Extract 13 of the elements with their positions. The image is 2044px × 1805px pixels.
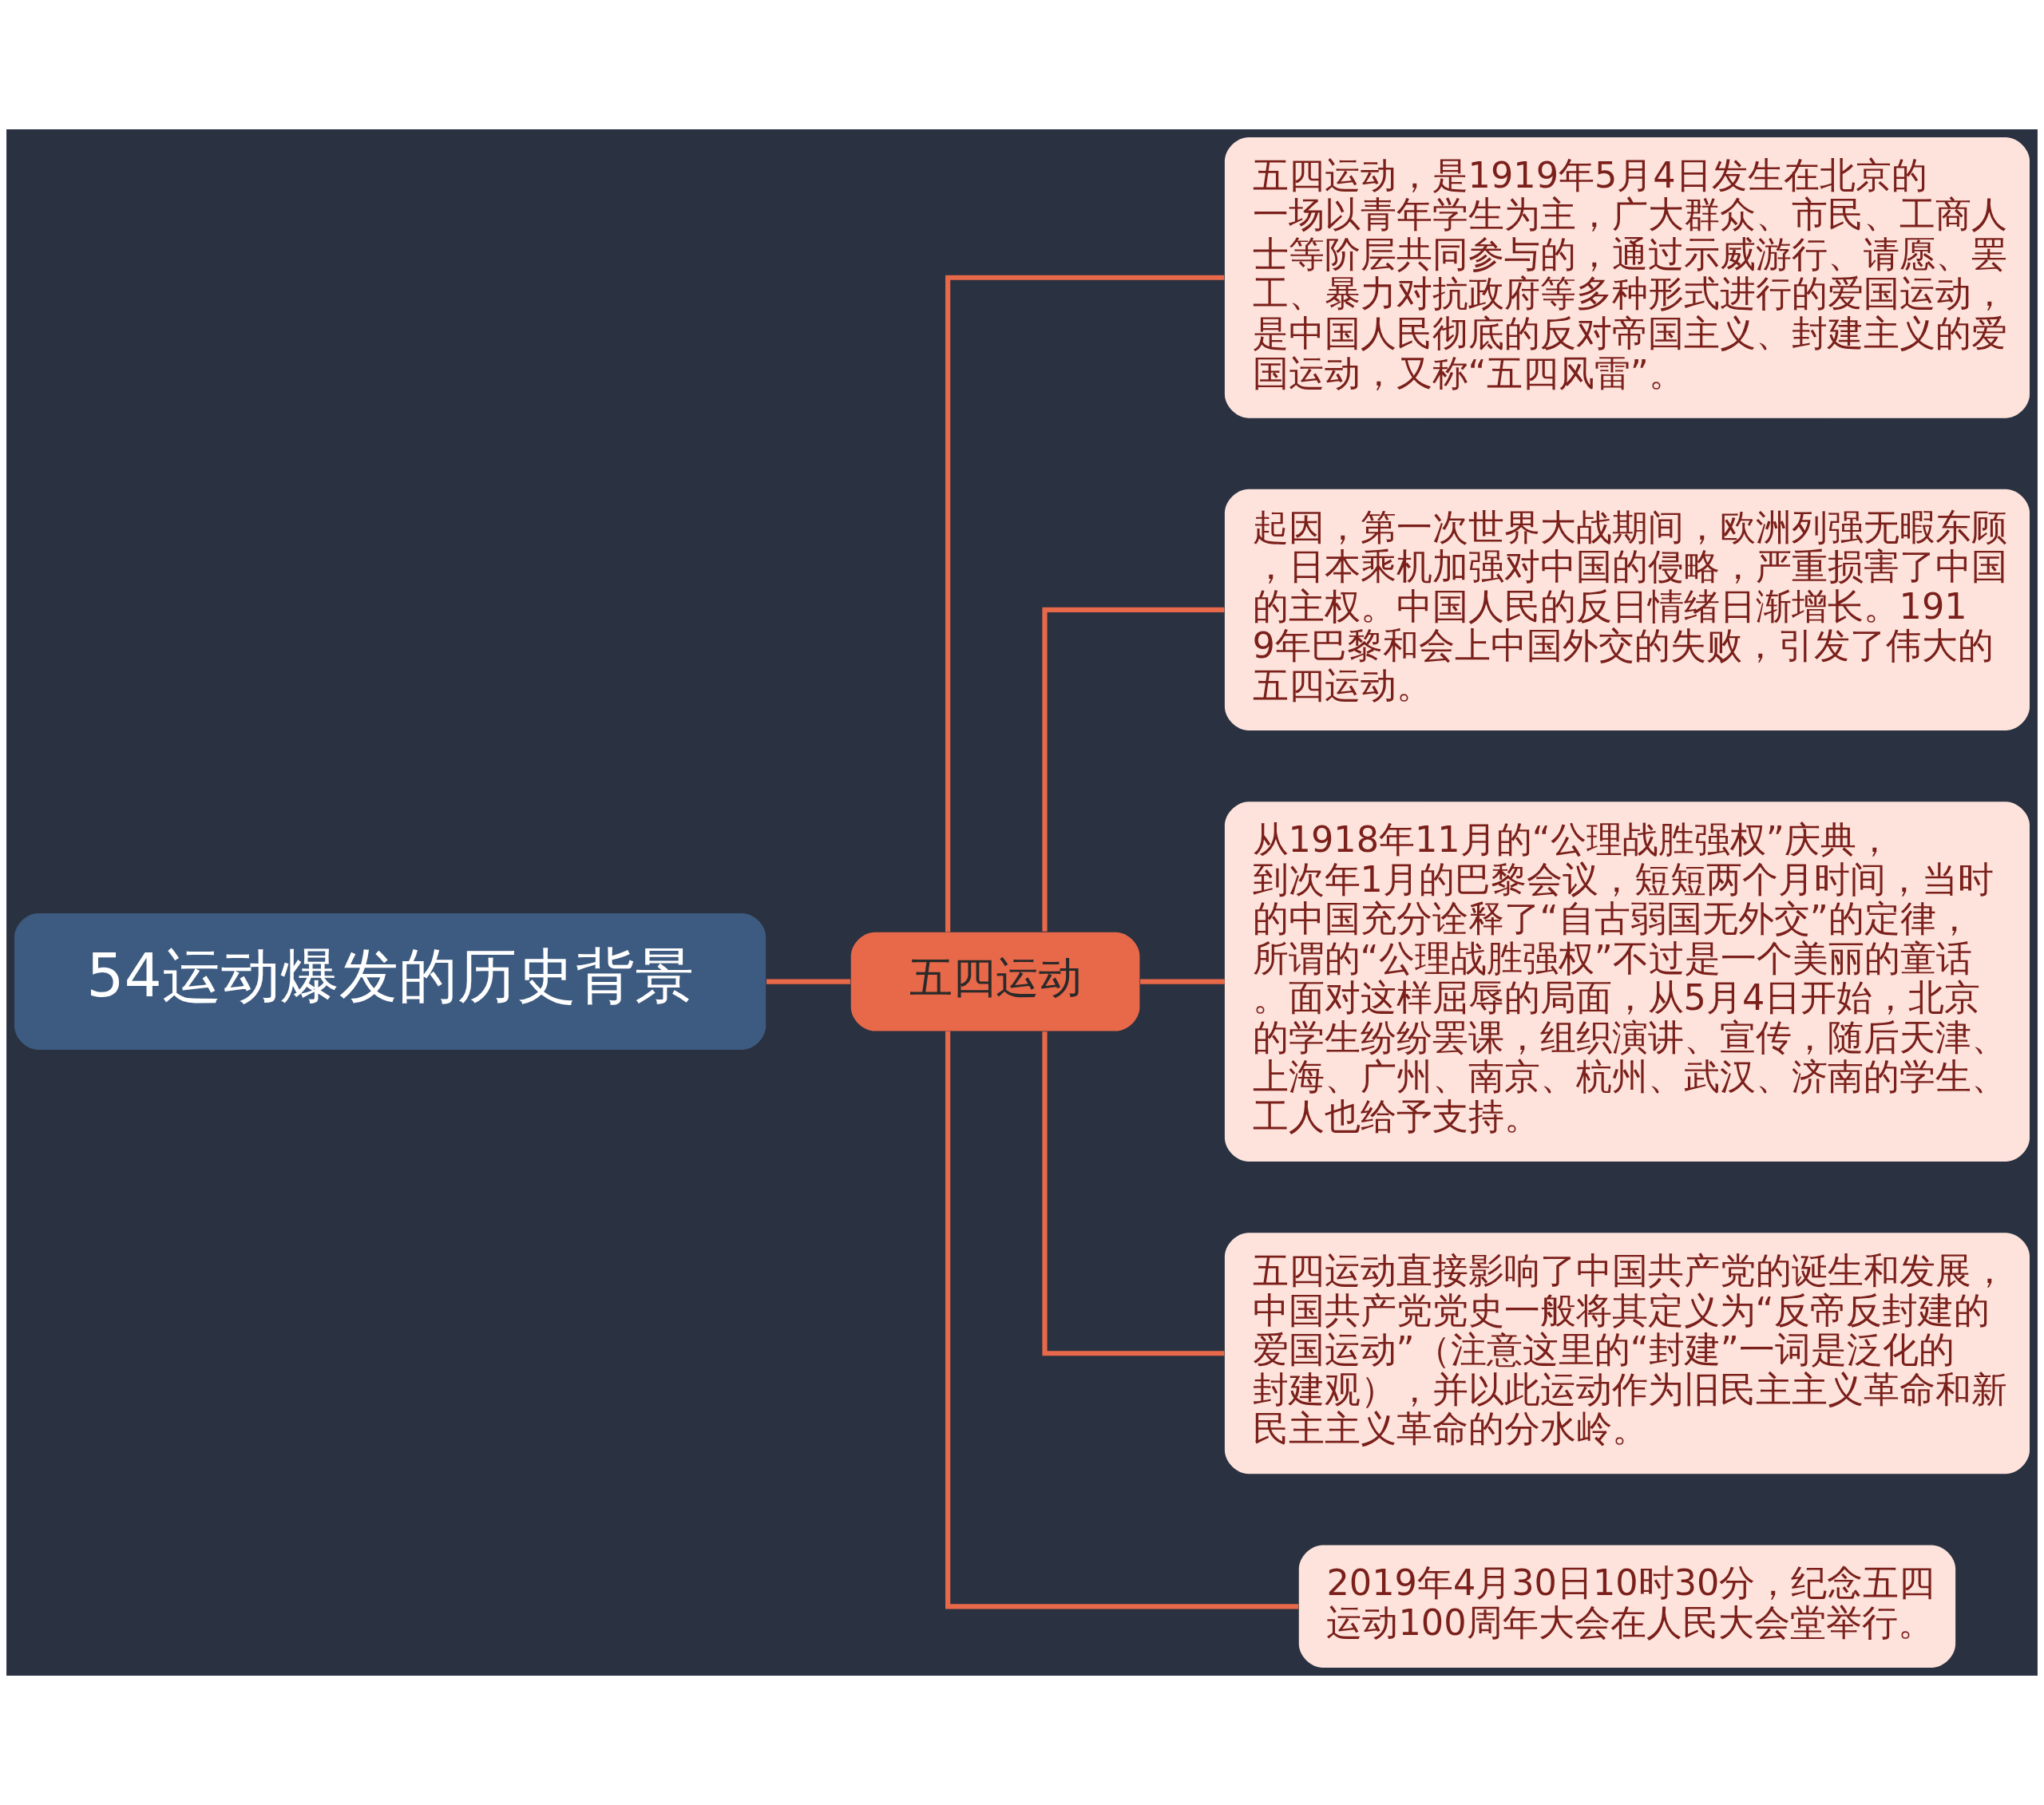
node-box: 五四运动，是1919年5月4日发生在北京的一场以青年学生为主，广大群众、市民、工商人士等阶层共同参与的，通过示威游行、请愿、罢工、暴力对抗政府等多种形式进行的爱国运动，是中国人民彻底的反对帝国主义、封建主义的爱国运动，又称“五四风雷”。 [1224, 137, 2030, 418]
node-box: 起因，第一次世界大战期间，欧洲列强无暇东顾，日本乘机加强对中国的侵略，严重损害了中国的主权。中国人民的反日情绪日渐增长。1919年巴黎和会上中国外交的失败，引发了伟大的五四运动。 [1224, 489, 2030, 730]
node-box: 2019年4月30日10时30分，纪念五四运动100周年大会在人民大会堂举行。 [1298, 1545, 1956, 1668]
connector [1042, 607, 1225, 932]
connector [766, 979, 850, 984]
connector [945, 1031, 1299, 1609]
node-box: 从1918年11月的“公理战胜强权”庆典，到次年1月的巴黎会议，短短两个月时间，当时的中国充分诠释了“自古弱国无外交”的定律，所谓的“公理战胜强权”不过是一个美丽的童话。面对这样屈辱的局面，从5月4日开始，北京的学生纷纷罢课，组织演讲、宣传，随后天津、上海、广州、南京、杭州、武汉、济南的学生、工人也给予支持。 [1224, 802, 2030, 1162]
connector [1140, 979, 1225, 984]
node-box: 五四运动 [850, 932, 1140, 1031]
node-box: 54运动爆发的历史背景 [14, 913, 766, 1051]
connector [945, 275, 1225, 932]
node-box: 五四运动直接影响了中国共产党的诞生和发展，中国共产党党史一般将其定义为“反帝反封建的爱国运动”（注意这里的“封建”一词是泛化的封建观），并以此运动作为旧民主主义革命和新民主主义革命的分水岭。 [1224, 1233, 2030, 1474]
connector [1042, 1031, 1225, 1356]
